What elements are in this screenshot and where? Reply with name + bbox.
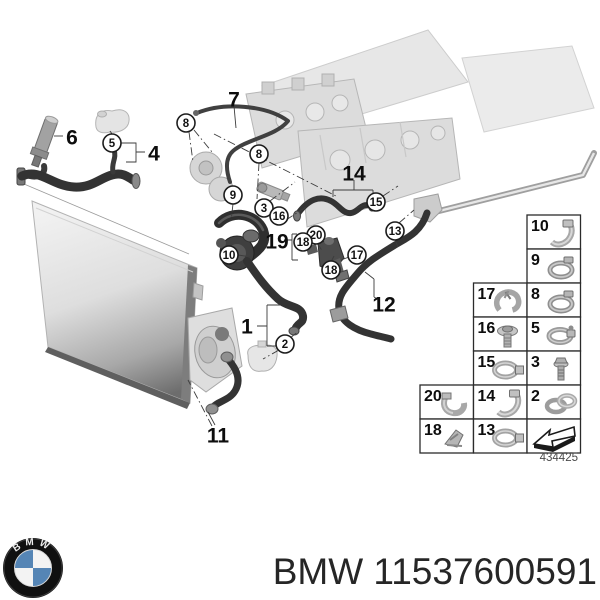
callout-18[interactable]: 18 [321,260,341,280]
legend-cell-number: 17 [478,286,496,303]
callout-13[interactable]: 13 [385,221,405,241]
legend-cell-number: 2 [531,388,540,405]
legend-cell-17[interactable]: 17 [472,282,528,318]
legend-cell-direction-arrow[interactable] [526,418,582,454]
radiator-drawing [23,183,204,409]
callout-leader-lines [54,105,415,427]
callout-number: 1 [241,316,253,339]
callout-number: 15 [370,197,383,209]
callout-10[interactable]: 10 [219,245,239,265]
legend-cell-8[interactable]: 8 [526,282,582,318]
legend-cell-18[interactable]: 18 [419,418,475,454]
temperature-sensor-drawing [29,115,59,168]
direction-arrow-icon [532,425,576,452]
callout-number: 20 [310,230,323,242]
legend-cell-2[interactable]: 2 [526,384,582,420]
hook-clamp-icon [549,219,575,248]
callout-number: 18 [297,237,310,249]
callout-number: 18 [325,265,338,277]
band-clamp-icon [492,360,524,380]
band-clamp-icon [492,428,524,448]
callout-number: 3 [261,203,267,215]
spring-clip-icon [493,289,522,313]
callout-9[interactable]: 9 [223,185,243,205]
metal-coolant-pipe-drawing [413,150,597,223]
legend-cell-3[interactable]: 3 [526,350,582,386]
legend-cell-number: 14 [478,388,496,405]
callout-number: 17 [351,250,364,262]
callout-8[interactable]: 8 [249,144,269,164]
callout-19[interactable]: 19 [265,231,288,254]
callout-number: 6 [66,127,78,150]
callout-number: 13 [389,226,402,238]
legend-cell-number: 5 [531,320,540,337]
legend-table: 10 9 17 8 16 5 15 3 20 14 2 18 13 [419,214,582,454]
callout-16[interactable]: 16 [269,206,289,226]
bolt-icon [553,357,569,381]
callout-number: 8 [256,149,263,161]
ring-clamp-icon [547,290,575,314]
legend-cell-10[interactable]: 10 [526,214,582,250]
coolant-pump-drawing [187,307,278,393]
expansion-tank-drawing [95,109,130,134]
legend-cell-number: 20 [424,388,442,405]
legend-cell-5[interactable]: 5 [526,316,582,352]
double-clamp-icon [544,393,578,415]
callout-17[interactable]: 17 [347,245,367,265]
screw-washer-icon [497,325,518,348]
callout-number: 4 [148,143,160,166]
callout-number: 7 [228,89,240,112]
callout-1[interactable]: 1 [241,316,253,339]
callout-11[interactable]: 11 [207,425,230,448]
coolant-hoses-drawing [16,104,431,415]
callout-7[interactable]: 7 [228,89,240,112]
callout-number: 12 [372,294,395,317]
callout-number: 5 [109,138,116,150]
callout-2[interactable]: 2 [275,334,295,354]
legend-cell-number: 15 [478,354,496,371]
callout-number: 8 [183,118,190,130]
legend-cell-15[interactable]: 15 [472,350,528,386]
legend-cell-number: 18 [424,422,442,439]
legend-cell-number: 13 [478,422,496,439]
hook-clamp-icon [496,389,522,418]
legend-cell-number: 3 [531,354,540,371]
callout-number: 10 [223,250,236,262]
legend-cell-number: 10 [531,218,549,235]
callout-18[interactable]: 18 [293,232,313,252]
legend-cell-14[interactable]: 14 [472,384,528,420]
ring-clamp-icon [547,256,575,280]
legend-cell-number: 9 [531,252,540,269]
callout-number: 16 [273,211,286,223]
callout-number: 2 [282,339,288,351]
legend-cell-20[interactable]: 20 [419,384,475,420]
worm-clamp-icon [546,325,576,345]
legend-cell-16[interactable]: 16 [472,316,528,352]
legend-cell-9[interactable]: 9 [526,248,582,284]
callout-number: 11 [207,425,230,448]
callout-15[interactable]: 15 [366,192,386,212]
legend-cell-13[interactable]: 13 [472,418,528,454]
wedge-clip-icon [444,429,464,448]
u-clip-icon [441,392,468,417]
callout-14[interactable]: 14 [342,163,366,186]
bmw-logo: BMW [3,537,63,598]
callout-number: 14 [342,163,366,186]
legend-cell-number: 16 [478,320,496,337]
callout-number: 19 [265,231,288,254]
part-number-text: BMW 11537600591 [273,551,597,592]
drawing-number: 434425 [540,452,578,464]
callout-4[interactable]: 4 [148,143,160,166]
engine-assembly-drawing [189,29,597,228]
callout-6[interactable]: 6 [66,127,78,150]
callout-8[interactable]: 8 [176,113,196,133]
legend-cell-number: 8 [531,286,540,303]
callout-12[interactable]: 12 [372,294,395,317]
callout-3[interactable]: 3 [254,198,274,218]
callout-5[interactable]: 5 [102,133,122,153]
callout-number: 9 [230,190,236,202]
